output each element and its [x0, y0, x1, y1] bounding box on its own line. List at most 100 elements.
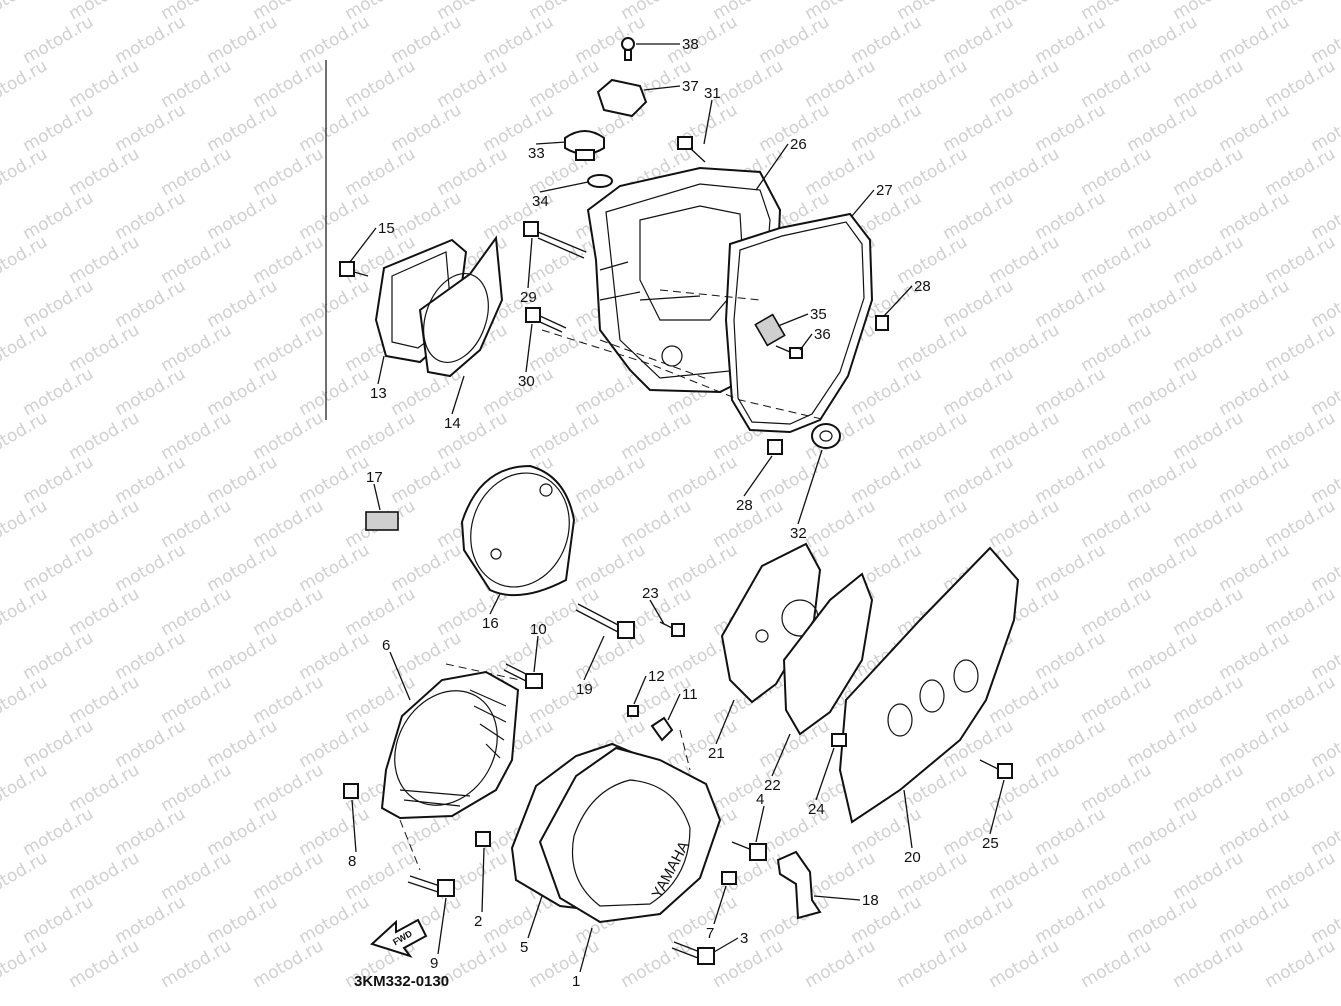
bolt-19 [575, 603, 635, 639]
cap-37 [596, 78, 648, 118]
part-number-label: 10 [530, 621, 547, 638]
watermark-text: motod.ru [985, 936, 1063, 992]
watermark-text: motod.ru [203, 540, 281, 596]
watermark-text: motod.ru [1169, 584, 1247, 640]
watermark-text: motod.ru [65, 672, 143, 728]
watermark-text: motod.ru [1123, 188, 1201, 244]
watermark-text: motod.ru [295, 892, 373, 948]
screw-36 [775, 345, 803, 359]
watermark-text: motod.ru [295, 716, 373, 772]
watermark-text: motod.ru [1123, 276, 1201, 332]
watermark-text: motod.ru [65, 936, 143, 992]
watermark-text: motod.ru [1123, 716, 1201, 772]
watermark-text: motod.ru [387, 100, 465, 156]
watermark-text: motod.ru [985, 320, 1063, 376]
dowel-28-lower [767, 439, 783, 455]
watermark-text: motod.ru [571, 452, 649, 508]
watermark-text: motod.ru [157, 320, 235, 376]
watermark-text: motod.ru [893, 408, 971, 464]
watermark-text: motod.ru [0, 0, 51, 24]
watermark-text: motod.ru [755, 452, 833, 508]
watermark-text: motod.ru [65, 584, 143, 640]
watermark-text: motod.ru [525, 56, 603, 112]
watermark-text: motod.ru [295, 188, 373, 244]
watermark-text: motod.ru [1031, 540, 1109, 596]
watermark-text: motod.ru [985, 848, 1063, 904]
bolt-9 [407, 875, 455, 897]
part-number-label: 37 [682, 78, 699, 95]
watermark-text: motod.ru [1031, 452, 1109, 508]
part-number-label: 1 [572, 973, 580, 990]
watermark-text: motod.ru [893, 936, 971, 992]
part-number-label: 26 [790, 136, 807, 153]
watermark-text: motod.ru [1261, 320, 1339, 376]
watermark-text: motod.ru [1077, 144, 1155, 200]
leader-line [851, 189, 875, 217]
watermark-text: motod.ru [1169, 56, 1247, 112]
watermark-text: motod.ru [0, 848, 51, 904]
watermark-text: motod.ru [249, 232, 327, 288]
bolt-31 [677, 136, 706, 163]
watermark-text: motod.ru [111, 276, 189, 332]
watermark-text: motod.ru [1169, 320, 1247, 376]
part-number-label: 25 [982, 835, 999, 852]
watermark-text: motod.ru [387, 188, 465, 244]
leader-line [351, 799, 357, 853]
part-number-label: 17 [366, 469, 383, 486]
part-number-label: 5 [520, 939, 528, 956]
watermark-text: motod.ru [1031, 364, 1109, 420]
bolt-25 [979, 759, 1013, 779]
watermark-text: motod.ru [1077, 56, 1155, 112]
part-number-label: 9 [430, 955, 438, 972]
watermark-text: motod.ru [203, 188, 281, 244]
watermark-text: motod.ru [1261, 672, 1339, 728]
part-number-label: 2 [474, 913, 482, 930]
leader-line [633, 675, 647, 705]
part-number-label: 12 [648, 668, 665, 685]
watermark-text: motod.ru [19, 892, 97, 948]
part-number-label: 13 [370, 385, 387, 402]
leader-line [755, 143, 789, 191]
leader-line [349, 227, 377, 263]
leader-line [377, 355, 385, 385]
watermark-text: motod.ru [0, 232, 51, 288]
watermark-text: motod.ru [1169, 760, 1247, 816]
watermark-text: motod.ru [341, 408, 419, 464]
watermark-text: motod.ru [111, 100, 189, 156]
part-number-label: 31 [704, 85, 721, 102]
leader-line [797, 449, 823, 525]
watermark-text: motod.ru [1261, 144, 1339, 200]
watermark-text: motod.ru [1261, 56, 1339, 112]
watermark-text: motod.ru [0, 144, 51, 200]
watermark-text: motod.ru [203, 100, 281, 156]
watermark-text: motod.ru [985, 496, 1063, 552]
watermark-text: motod.ru [1077, 320, 1155, 376]
watermark-text: motod.ru [1123, 100, 1201, 156]
watermark-text: motod.ru [341, 144, 419, 200]
screw-15 [339, 261, 369, 277]
watermark-text: motod.ru [847, 12, 925, 68]
part-number-label: 14 [444, 415, 461, 432]
watermark-text: motod.ru [203, 452, 281, 508]
watermark-text: motod.ru [663, 452, 741, 508]
watermark-text: motod.ru [19, 276, 97, 332]
leader-line [771, 733, 791, 777]
leader-line [389, 651, 411, 701]
watermark-text: motod.ru [295, 12, 373, 68]
watermark-text: motod.ru [663, 716, 741, 772]
watermark-text: motod.ru [111, 716, 189, 772]
watermark-text: motod.ru [1215, 188, 1293, 244]
watermark-text: motod.ru [0, 408, 51, 464]
watermark-text: motod.ru [1261, 232, 1339, 288]
leader-line [649, 599, 665, 625]
watermark-text: motod.ru [1031, 12, 1109, 68]
watermark-text: motod.ru [65, 408, 143, 464]
watermark-text: motod.ru [1123, 364, 1201, 420]
watermark-text: motod.ru [939, 364, 1017, 420]
watermark-text: motod.ru [1077, 936, 1155, 992]
watermark-text: motod.ru [1169, 848, 1247, 904]
watermark-text: motod.ru [295, 804, 373, 860]
dowel-2 [475, 831, 491, 847]
watermark-text: motod.ru [893, 320, 971, 376]
